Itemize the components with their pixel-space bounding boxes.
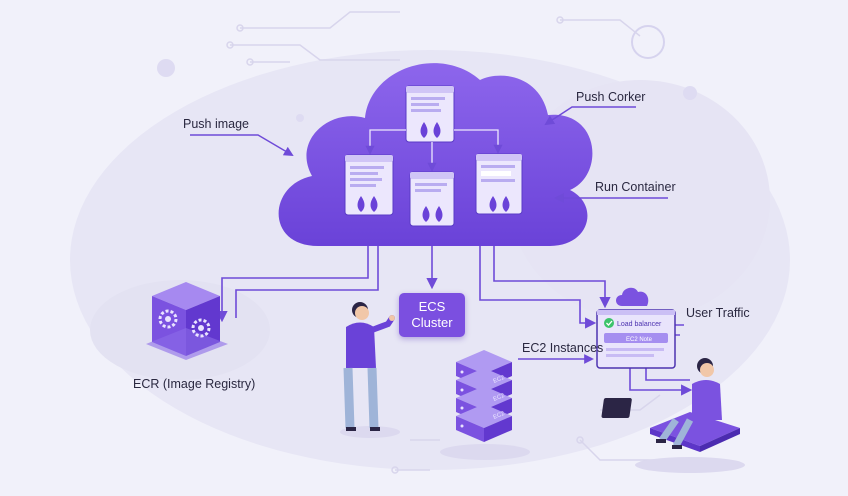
ecr-label: ECR (Image Registry)	[133, 377, 255, 391]
ec2-instances-label: EC2 Instances	[522, 341, 603, 355]
container-window-center	[409, 171, 455, 227]
ec2-note-label: EC2 Note	[626, 337, 653, 343]
container-window-top	[405, 85, 455, 143]
user-traffic-label: User Traffic	[686, 306, 750, 320]
ecs-cluster-box: ECS Cluster	[399, 293, 465, 337]
server-stack-icon: EC2 EC2 EC2	[456, 350, 512, 442]
flow-lines	[216, 246, 693, 396]
person-presenter-icon	[343, 302, 395, 431]
push-image-label: Push image	[183, 117, 249, 131]
server-tag-2: EC2	[493, 393, 507, 403]
load-balancer-label: Load balancer	[617, 321, 662, 328]
small-cloud-icon	[616, 287, 649, 306]
check-icon	[604, 318, 614, 328]
ecr-registry-icon	[146, 282, 228, 360]
server-tag-1: EC2	[493, 375, 507, 385]
cloud-connectors	[365, 129, 503, 172]
run-container-label: Run Container	[595, 180, 676, 194]
push-corker-label: Push Corker	[576, 90, 645, 104]
server-tag-3: EC2	[493, 411, 507, 421]
container-window-right	[475, 153, 523, 215]
person-laptop-icon	[601, 358, 740, 452]
ecs-label-line1: ECS	[418, 299, 446, 314]
load-balancer-panel: Load balancer EC2 Note	[596, 309, 676, 369]
ecs-label-line2: Cluster	[411, 315, 453, 330]
container-window-left	[344, 154, 394, 216]
